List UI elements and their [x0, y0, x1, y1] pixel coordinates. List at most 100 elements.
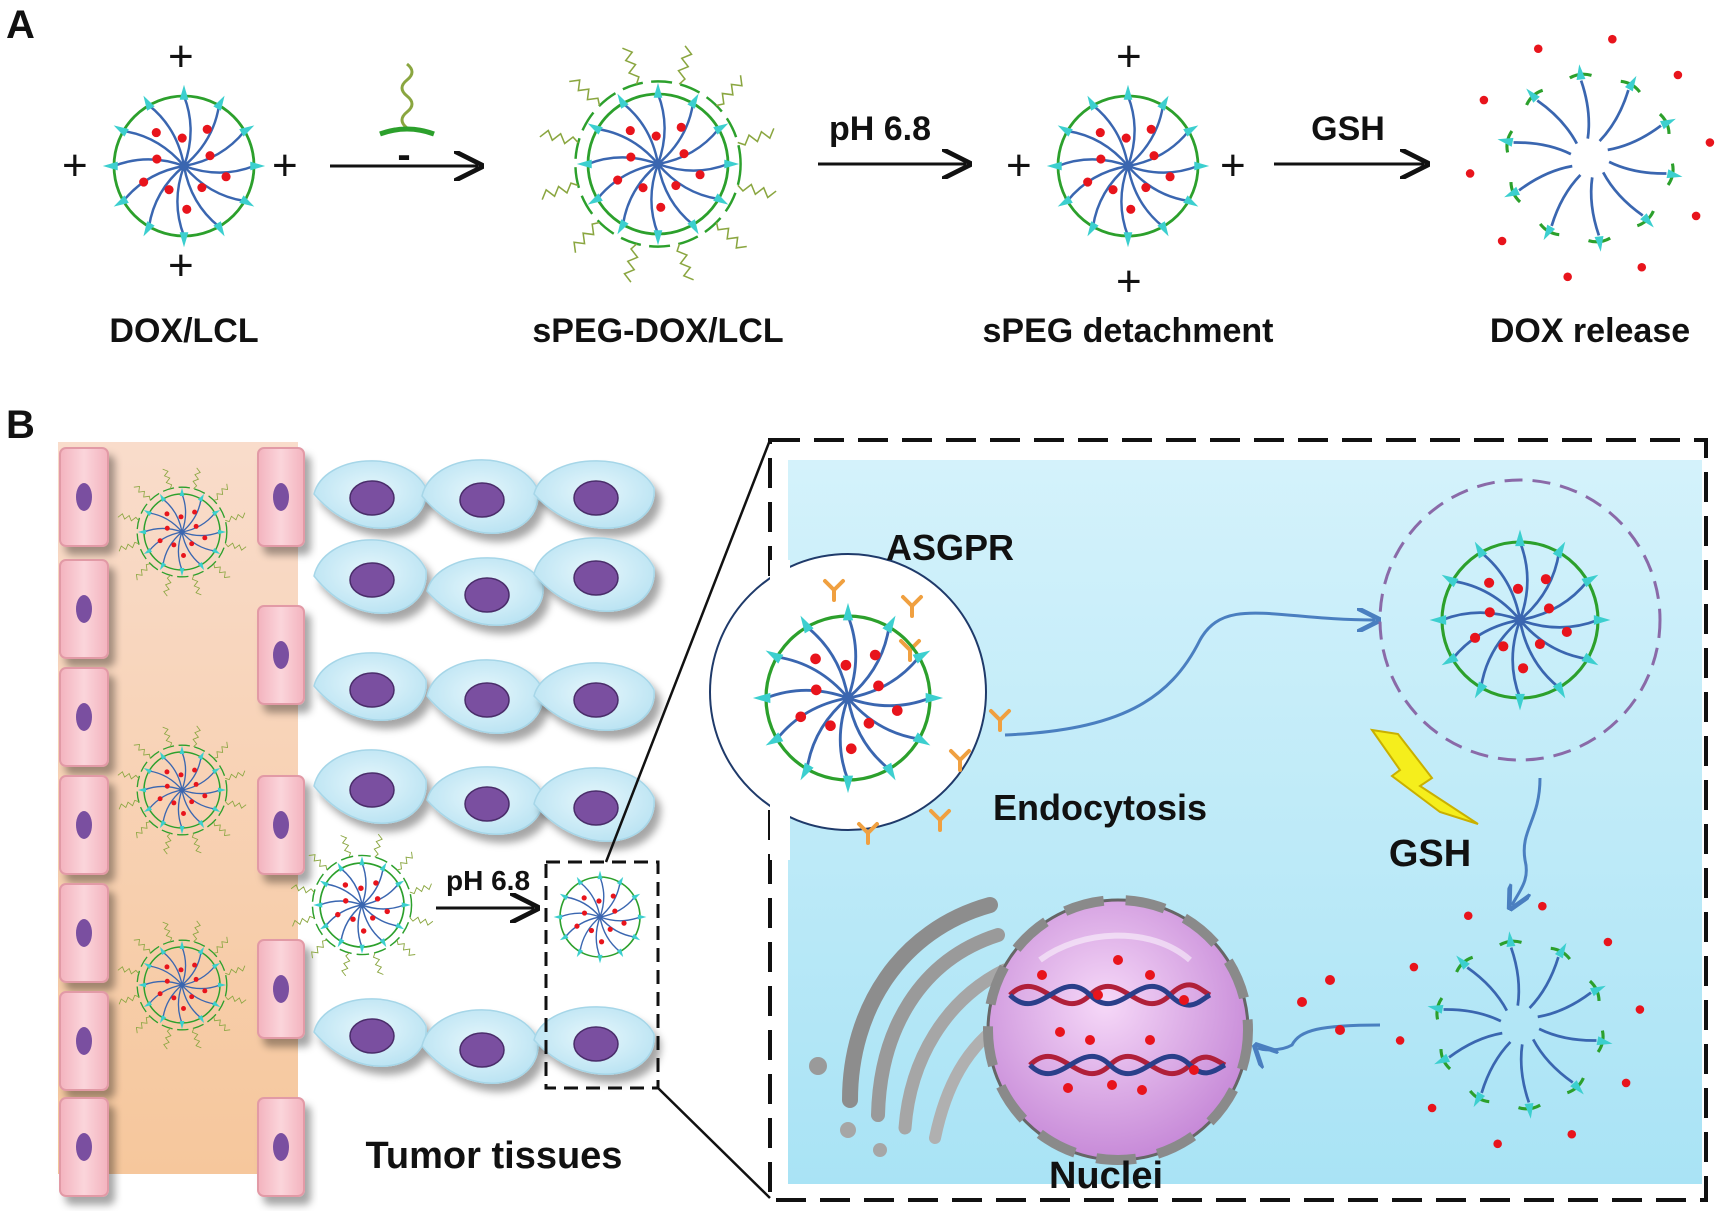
vessel-cell-icon: [257, 1097, 305, 1197]
detached-micelle-in-tumor: [553, 870, 647, 964]
peg-chain: [117, 513, 139, 522]
dox-molecule: [193, 976, 199, 982]
dox-molecule: [192, 962, 198, 968]
lipid-chain: [181, 493, 187, 533]
lipid-chain: [1443, 1008, 1502, 1023]
micelle-arrowhead: [159, 493, 167, 503]
lipid-chain: [1519, 618, 1599, 629]
dox-molecule: [1149, 151, 1159, 161]
lipid-chain: [587, 156, 659, 166]
peg-chain: [225, 770, 246, 781]
micelle-arrowhead: [211, 767, 221, 775]
tumor-cell-nucleus: [459, 482, 505, 518]
receptor-arms: [929, 809, 951, 832]
micelle-arrowhead: [211, 1000, 221, 1008]
peg-chain-icon: [379, 62, 435, 137]
speg-shell: [311, 854, 413, 956]
peg-chain: [163, 1028, 172, 1050]
tumor-cell-icon: [313, 749, 427, 824]
micelle-arrowhead: [1515, 693, 1525, 711]
lipid-chain: [1451, 618, 1521, 660]
nucleus-icon: [983, 895, 1253, 1165]
tumor-cell-icon: [533, 537, 655, 612]
micelle-arrowhead: [137, 982, 147, 988]
peg-chain: [213, 563, 231, 579]
dox-molecule: [596, 898, 602, 904]
charge-plus-left: +: [62, 141, 88, 190]
dox-molecule: [202, 988, 208, 994]
micelle-arrowhead: [239, 195, 255, 207]
dox-molecule: [1083, 177, 1093, 187]
dox-molecule: [202, 535, 208, 541]
lipid-chain: [650, 163, 660, 235]
lipid-chain: [1441, 611, 1521, 622]
peg-chain: [409, 883, 432, 895]
micelle-arrowhead: [925, 692, 944, 704]
micelle-in-endosome: [1429, 529, 1611, 711]
lipid-chain: [177, 531, 183, 571]
extravasated-micelle: [290, 833, 434, 977]
lipid-chain: [1536, 99, 1579, 145]
dox-molecule: [1055, 1027, 1065, 1037]
dox-molecule: [810, 653, 821, 665]
peg-chain: [213, 821, 231, 837]
micelle-arrowhead: [617, 219, 629, 235]
dox-molecule: [1498, 641, 1509, 652]
dox-molecule: [581, 910, 588, 916]
micelle-arrowhead: [143, 95, 155, 111]
vessel-cell-icon: [59, 775, 109, 875]
dox-molecule: [164, 978, 170, 984]
micelle-arrowhead: [179, 1020, 185, 1030]
lipid-chain: [1537, 991, 1592, 1019]
micelle-binding-receptor: [752, 602, 944, 794]
lipid-chain: [162, 498, 183, 533]
micelle-arrowhead: [653, 82, 663, 98]
lipid-chain: [181, 531, 216, 552]
lipid-chain: [559, 912, 601, 918]
dox-molecule: [369, 915, 376, 921]
dox-molecule: [1673, 70, 1683, 80]
micelle-arrowhead: [1429, 615, 1447, 625]
tumor-cell-icon: [533, 767, 655, 842]
vessel-cell-icon: [257, 447, 305, 547]
micelle-arrowhead: [1590, 985, 1606, 997]
dox-molecule: [192, 509, 198, 515]
peg-chain: [191, 1028, 202, 1049]
lipid-chain: [1607, 124, 1662, 152]
micelle-arrowhead: [1581, 574, 1599, 588]
dox-molecule: [656, 202, 666, 212]
lipid-chain: [325, 883, 363, 906]
micelle-arrowhead: [1473, 1091, 1486, 1108]
micelle-core: [1514, 614, 1526, 626]
lipid-chain: [599, 876, 605, 918]
dox-molecule: [189, 994, 195, 1000]
tumor-cell-icon: [426, 766, 544, 835]
dox-molecule: [1538, 901, 1547, 911]
micelle-arrowhead: [1474, 541, 1488, 559]
micelle-core: [179, 787, 185, 793]
dox-molecule: [613, 175, 623, 185]
micelle-arrowhead: [1581, 652, 1599, 666]
dox-molecule: [1563, 272, 1572, 282]
micelle-arrowhead: [631, 893, 641, 901]
receptor-arms: [989, 709, 1011, 732]
lipid-chain: [162, 531, 183, 566]
lipid-chain: [176, 165, 186, 237]
micelle-arrowhead: [724, 159, 740, 169]
tumor-cell-nucleus: [573, 480, 619, 516]
micelle-arrowhead: [1123, 84, 1133, 100]
free-dox-molecules: [1297, 975, 1345, 1035]
dox-molecule: [1126, 204, 1136, 214]
micelle-arrowhead: [1515, 529, 1525, 547]
peg-chain: [341, 952, 351, 977]
dox-molecule: [151, 128, 161, 138]
dox-molecule: [1608, 34, 1617, 44]
micelle-arrowhead: [159, 561, 167, 571]
micelle-arrowhead: [576, 876, 584, 886]
micelle-arrowhead: [1594, 235, 1604, 252]
lipid-chain: [122, 164, 185, 202]
lipid-chain: [340, 868, 363, 906]
micelle-arrowhead: [1524, 1102, 1534, 1119]
dox-molecule: [1603, 937, 1613, 947]
lipid-chain: [657, 162, 729, 172]
